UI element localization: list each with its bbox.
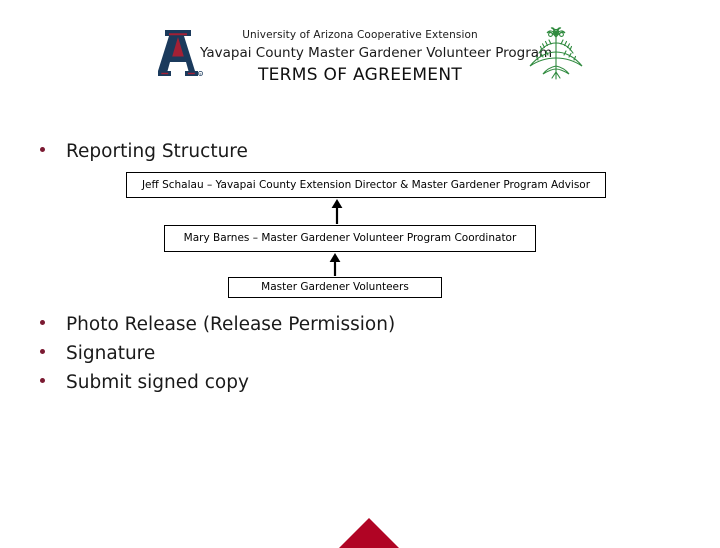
- bullet-label: Reporting Structure: [66, 141, 248, 162]
- slide-header: R University of Arizona Cooperative Exte…: [0, 0, 720, 100]
- header-text-block: University of Arizona Cooperative Extens…: [200, 28, 553, 86]
- bullet-dot-icon: [40, 378, 45, 383]
- header-organization-line: University of Arizona Cooperative Extens…: [242, 29, 478, 41]
- org-chart-box-volunteers[interactable]: Master Gardener Volunteers: [228, 277, 442, 298]
- arrow-up-icon-volunteers-to-coordinator: [327, 253, 343, 276]
- org-chart-box-coordinator[interactable]: Mary Barnes – Master Gardener Volunteer …: [164, 225, 536, 252]
- svg-text:R: R: [199, 72, 201, 76]
- bullet-item-photo-release: Photo Release (Release Permission): [40, 313, 395, 337]
- org-chart-box-label: Master Gardener Volunteers: [261, 281, 409, 293]
- header-program-line: Yavapai County Master Gardener Volunteer…: [200, 45, 553, 61]
- bullet-item-signature: Signature: [40, 342, 155, 366]
- org-chart-box-label: Jeff Schalau – Yavapai County Extension …: [141, 178, 591, 191]
- green-plant-emblem-icon: [524, 26, 588, 80]
- bullet-dot-icon: [40, 320, 45, 325]
- bullet-label: Signature: [66, 343, 156, 364]
- arrow-up-icon-coordinator-to-director: [329, 199, 345, 224]
- bullet-dot-icon: [40, 349, 45, 354]
- red-triangle-decoration-icon: [339, 518, 399, 548]
- bullet-item-reporting-structure: Reporting Structure: [40, 140, 248, 164]
- bullet-item-submit-signed-copy: Submit signed copy: [40, 371, 249, 395]
- bullet-label: Submit signed copy: [66, 372, 249, 393]
- slide-title: TERMS OF AGREEMENT: [257, 65, 463, 85]
- bullet-label: Photo Release (Release Permission): [66, 314, 396, 335]
- org-chart-box-director[interactable]: Jeff Schalau – Yavapai County Extension …: [126, 172, 606, 198]
- bullet-dot-icon: [40, 147, 45, 152]
- org-chart-box-label: Mary Barnes – Master Gardener Volunteer …: [183, 232, 517, 244]
- university-of-arizona-a-logo-icon: R: [152, 27, 204, 79]
